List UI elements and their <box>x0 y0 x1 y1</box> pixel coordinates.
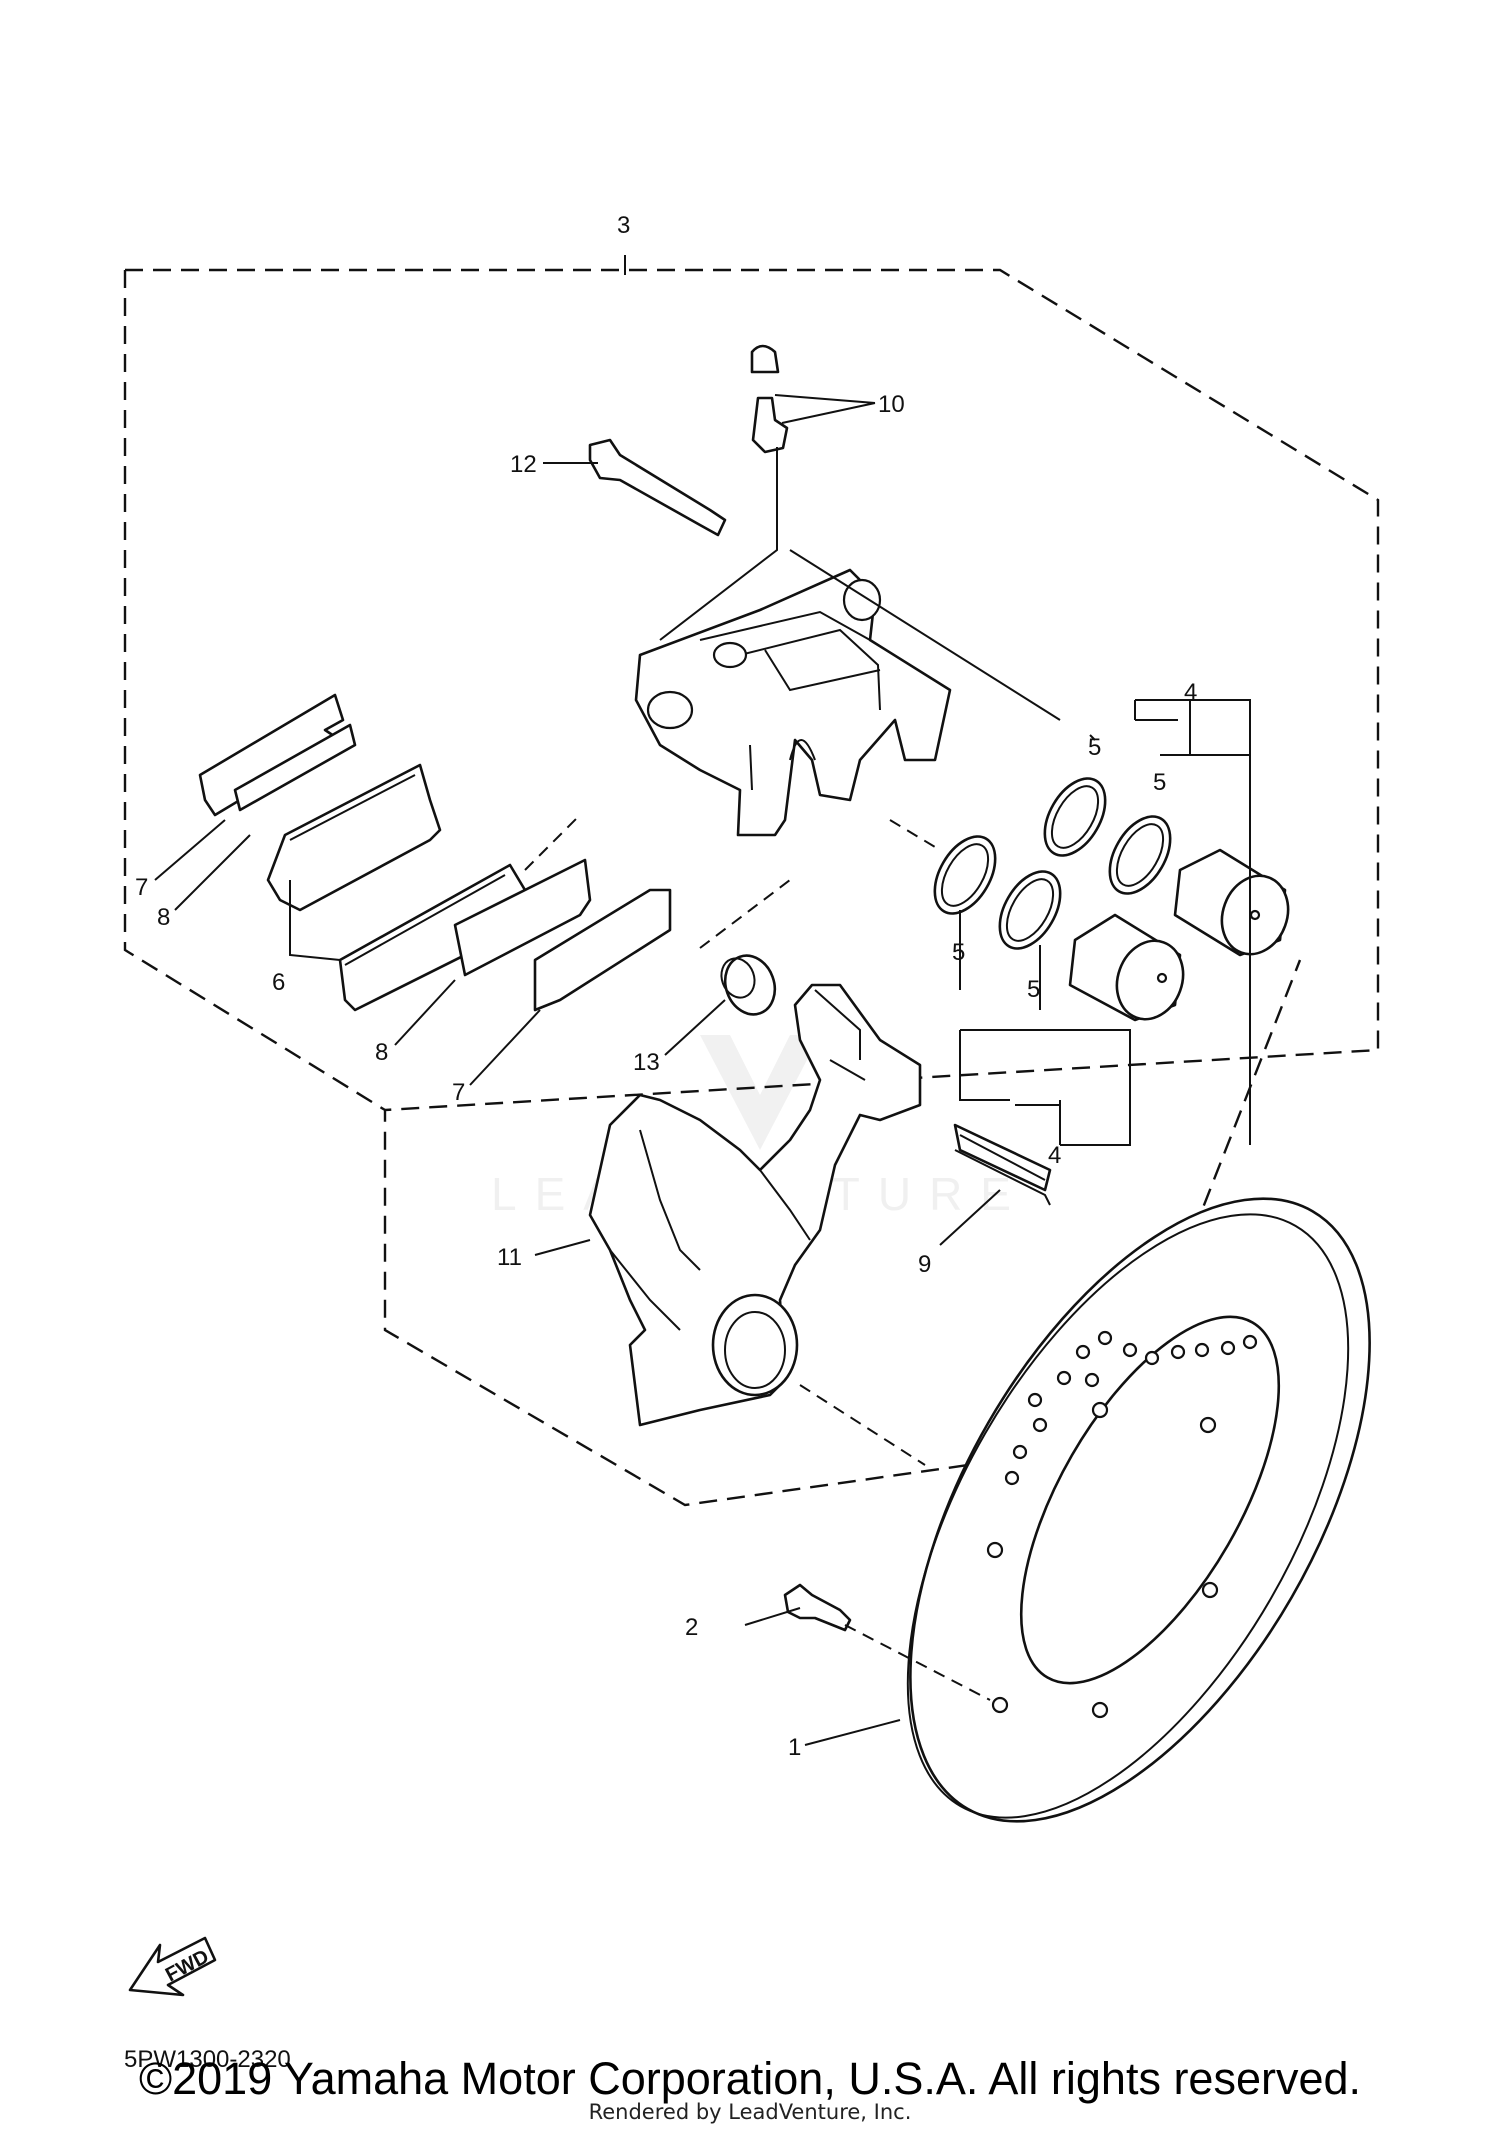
callout-12[interactable]: 12 <box>510 451 537 478</box>
pin-bolt[interactable] <box>588 438 727 537</box>
caliper-bracket[interactable] <box>588 983 922 1427</box>
callout-6[interactable]: 6 <box>272 969 285 996</box>
pad-spring[interactable] <box>953 1123 1052 1206</box>
copyright-notice: ©2019 Yamaha Motor Corporation, U.S.A. A… <box>138 2053 1362 2104</box>
callout-4-upper[interactable]: 4 <box>1184 679 1197 706</box>
callout-5-c[interactable]: 5 <box>952 939 965 966</box>
disc-holes <box>986 1330 1258 1719</box>
callout-1[interactable]: 1 <box>788 1734 801 1761</box>
callout-13[interactable]: 13 <box>633 1049 660 1076</box>
caliper-body[interactable] <box>634 568 952 837</box>
fwd-arrow-icon: FWD <box>128 1936 217 1997</box>
pad-insulators[interactable] <box>233 723 672 1012</box>
callout-9[interactable]: 9 <box>918 1251 931 1278</box>
disc-bolt[interactable] <box>783 1583 852 1632</box>
diagram-code: 5PW1300-2320 <box>124 2046 291 2073</box>
leader-lines <box>154 255 1251 1746</box>
callout-11[interactable]: 11 <box>497 1244 522 1271</box>
callout-7-a[interactable]: 7 <box>135 874 148 901</box>
callout-7-b[interactable]: 7 <box>452 1079 465 1106</box>
brake-pads[interactable] <box>266 763 532 1012</box>
boot[interactable] <box>716 949 783 1022</box>
callout-4-lower[interactable]: 4 <box>1048 1142 1061 1169</box>
callout-5-d[interactable]: 5 <box>1027 976 1040 1003</box>
callout-3[interactable]: 3 <box>617 212 630 239</box>
callout-2[interactable]: 2 <box>685 1614 698 1641</box>
caliper-piston-upper[interactable] <box>1173 848 1299 964</box>
callouts: 1 2 3 4 4 5 5 5 5 6 7 7 8 8 9 10 11 12 1… <box>135 212 1197 1761</box>
callout-5-b[interactable]: 5 <box>1153 769 1166 796</box>
piston-seals[interactable] <box>922 768 1182 959</box>
bleed-screw-and-cap[interactable] <box>750 344 789 454</box>
caliper-assembly-boundary <box>123 268 1380 1507</box>
caliper-piston-lower[interactable] <box>1068 913 1194 1029</box>
callout-8-a[interactable]: 8 <box>157 904 170 931</box>
brake-disc[interactable] <box>816 1124 1464 1897</box>
rendered-by-notice: Rendered by LeadVenture, Inc. <box>588 2100 912 2124</box>
callout-5-a[interactable]: 5 <box>1088 734 1101 761</box>
callout-8-b[interactable]: 8 <box>375 1039 388 1066</box>
callout-10[interactable]: 10 <box>878 391 905 418</box>
